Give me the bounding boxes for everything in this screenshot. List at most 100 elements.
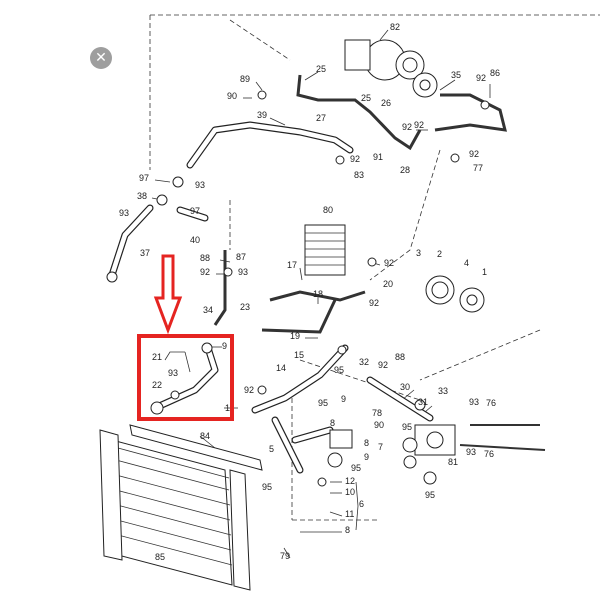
red-highlight-box [137, 334, 234, 421]
part-label-92: 92 [476, 73, 486, 83]
turbocharger [344, 39, 425, 81]
part-label-4: 4 [464, 258, 469, 268]
thermostat-housing [402, 424, 456, 456]
part-label-20: 20 [383, 279, 393, 289]
part-label-37: 37 [140, 248, 150, 258]
part-label-15: 15 [294, 350, 304, 360]
part-label-92: 92 [384, 258, 394, 268]
part-label-32: 32 [359, 357, 369, 367]
part-label-38: 38 [137, 191, 147, 201]
part-label-93: 93 [168, 368, 178, 378]
part-label-93: 93 [469, 397, 479, 407]
part-label-33: 33 [438, 386, 448, 396]
part-label-93: 93 [195, 180, 205, 190]
part-label-8: 8 [345, 525, 350, 535]
part-label-7: 7 [378, 442, 383, 452]
part-label-28: 28 [400, 165, 410, 175]
part-label-93: 93 [119, 208, 129, 218]
part-label-18: 18 [313, 289, 323, 299]
part-label-8: 8 [330, 418, 335, 428]
part-label-77: 77 [473, 163, 483, 173]
part-label-9: 9 [364, 452, 369, 462]
part-label-90: 90 [227, 91, 237, 101]
part-label-93: 93 [466, 447, 476, 457]
part-label-26: 26 [381, 98, 391, 108]
part-label-92: 92 [200, 267, 210, 277]
part-label-76: 76 [484, 449, 494, 459]
part-label-11: 11 [345, 509, 354, 519]
part-label-9: 9 [222, 341, 227, 351]
part-label-8: 8 [364, 438, 369, 448]
part-label-9: 9 [341, 394, 346, 404]
part-label-88: 88 [395, 352, 405, 362]
part-label-87: 87 [236, 252, 246, 262]
part-label-83: 83 [354, 170, 364, 180]
coolant-flange [327, 429, 353, 468]
part-label-95: 95 [351, 463, 361, 473]
part-label-14: 14 [276, 363, 286, 373]
part-label-19: 19 [290, 331, 300, 341]
part-label-2: 2 [437, 249, 442, 259]
part-label-40: 40 [190, 235, 200, 245]
part-label-80: 80 [323, 205, 333, 215]
part-label-89: 89 [240, 74, 250, 84]
part-label-92: 92 [378, 360, 388, 370]
part-label-95: 95 [262, 482, 272, 492]
part-label-25: 25 [361, 93, 371, 103]
part-label-92: 92 [402, 122, 412, 132]
part-label-91: 91 [373, 152, 383, 162]
part-label-22: 22 [152, 380, 162, 390]
part-label-95: 95 [402, 422, 412, 432]
reference-lines [149, 14, 600, 521]
part-label-92: 92 [244, 385, 254, 395]
part-label-1: 1 [482, 267, 487, 277]
part-label-97: 97 [190, 206, 200, 216]
part-label-27: 27 [316, 113, 326, 123]
part-label-12: 12 [345, 476, 355, 486]
part-label-25: 25 [316, 64, 326, 74]
part-label-95: 95 [425, 490, 435, 500]
red-down-arrow [153, 254, 183, 335]
part-label-92: 92 [414, 120, 424, 130]
part-label-10: 10 [345, 487, 355, 497]
part-label-84: 84 [200, 431, 210, 441]
close-icon: ✕ [95, 50, 107, 66]
clamps-and-fittings [106, 90, 490, 487]
part-label-93: 93 [238, 267, 248, 277]
part-label-34: 34 [203, 305, 213, 315]
part-label-95: 95 [334, 365, 344, 375]
pulley [412, 72, 438, 98]
part-label-6: 6 [359, 499, 364, 509]
part-label-88: 88 [200, 253, 210, 263]
components [99, 39, 490, 591]
part-label-31: 31 [418, 397, 428, 407]
part-label-82: 82 [390, 22, 400, 32]
part-label-5: 5 [269, 444, 274, 454]
part-label-92: 92 [369, 298, 379, 308]
part-label-86: 86 [490, 68, 500, 78]
part-label-90: 90 [374, 420, 384, 430]
part-label-78: 78 [372, 408, 382, 418]
part-label-39: 39 [257, 110, 267, 120]
part-label-30: 30 [400, 382, 410, 392]
part-label-81: 81 [448, 457, 458, 467]
part-label-95: 95 [318, 398, 328, 408]
part-label-17: 17 [287, 260, 297, 270]
part-label-35: 35 [451, 70, 461, 80]
part-label-76: 76 [486, 398, 496, 408]
part-label-23: 23 [240, 302, 250, 312]
water-pump [425, 275, 485, 313]
part-label-3: 3 [416, 248, 421, 258]
part-label-97: 97 [139, 173, 149, 183]
radiator [99, 424, 263, 591]
part-label-92: 92 [350, 154, 360, 164]
close-button[interactable]: ✕ [90, 47, 112, 69]
oil-cooler [304, 224, 346, 276]
part-label-21: 21 [152, 352, 162, 362]
part-label-92: 92 [469, 149, 479, 159]
part-label-85: 85 [155, 552, 165, 562]
part-label-1: 1 [225, 403, 230, 413]
